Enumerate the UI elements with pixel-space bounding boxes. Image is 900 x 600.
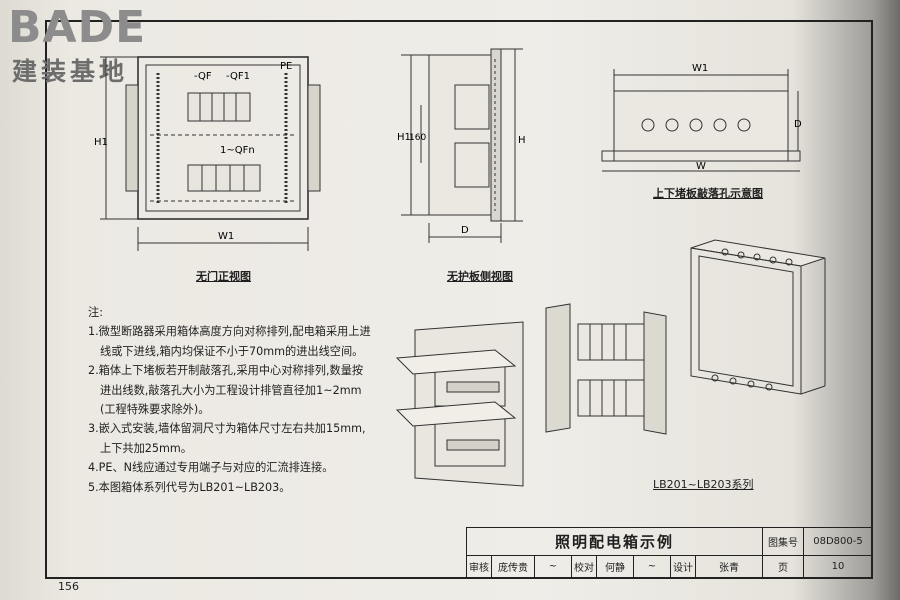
iso-panel-drawing: [395, 321, 524, 487]
note-line: (工程特殊要求除外)。: [100, 403, 210, 417]
top-w1-label: W1: [692, 63, 708, 74]
front-qf1-label: -QF1: [226, 71, 250, 82]
note-line: 4.PE、N线应通过专用端子与对应的汇流排连接。: [88, 461, 334, 475]
top-plate-caption: 上下堵板敲落孔示意图: [653, 187, 763, 200]
note-line: 1.微型断路器采用箱体高度方向对称排列,配电箱采用上进: [88, 325, 371, 339]
note-line: 3.嵌入式安装,墙体留洞尺寸为箱体尺寸左右共加15mm,: [88, 422, 366, 436]
front-pe-label: PE: [280, 61, 292, 72]
note-line: 线或下进线,箱内均保证不小于70mm的进出线空间。: [100, 344, 364, 358]
drawing-frame: [45, 20, 873, 579]
front-view-drawing: -QF -QF1 PE 1~QFn H1 W1: [94, 56, 321, 251]
logo-subtitle: 建装基地: [12, 57, 129, 86]
note-line: 上下共加25mm。: [100, 441, 192, 455]
reviewer-name: 庞传贵: [491, 555, 535, 578]
designer-name: 张青: [695, 555, 763, 578]
design-label: 设计: [670, 555, 696, 578]
top-w-label: W: [696, 161, 706, 172]
checker-signature: ~: [633, 555, 671, 578]
review-label: 审核: [466, 555, 492, 578]
check-label: 校对: [571, 555, 597, 578]
note-line: 进出线数,敲落孔大小为工程设计排管直径加1~2mm: [100, 383, 362, 397]
iso-chassis-drawing: [545, 303, 667, 435]
atlas-label: 图集号: [762, 527, 804, 556]
notes-block: 注: 1.微型断路器采用箱体高度方向对称排列,配电箱采用上进 线或下进线,箱内均…: [88, 303, 388, 497]
drawing-title: 照明配电箱示例: [466, 527, 763, 556]
front-w1-label: W1: [218, 231, 234, 242]
front-qf-label: -QF: [194, 71, 212, 82]
front-view-caption: 无门正视图: [196, 270, 251, 283]
logo-brand: BADE: [8, 2, 147, 53]
reviewer-signature: ~: [534, 555, 572, 578]
note-line: 2.箱体上下堵板若开制敲落孔,采用中心对称排列,数量按: [88, 364, 364, 378]
notes-heading: 注:: [88, 306, 103, 319]
side-view-drawing: H1 160 H D: [397, 48, 526, 243]
note-line: 5.本图箱体系列代号为LB201~LB203。: [88, 480, 291, 494]
front-qfn-label: 1~QFn: [220, 145, 255, 156]
page-label: 页: [762, 555, 804, 578]
watermark-logo: BADE 建装基地: [8, 2, 178, 86]
front-h1-label: H1: [94, 137, 108, 148]
title-block: 照明配电箱示例 图集号 08D800-5 审核 庞传贵 ~ 校对 何静 ~ 设计…: [466, 527, 873, 578]
side-view-caption: 无护板侧视图: [447, 270, 513, 283]
iso-box-drawing: [690, 239, 826, 395]
top-d-label: D: [794, 119, 802, 130]
top-plate-drawing: W1 W D: [601, 63, 802, 172]
side-h-label: H: [518, 135, 526, 146]
side-h1-label: H1: [397, 132, 411, 143]
side-160-label: 160: [409, 133, 426, 143]
book-page-number: 156: [58, 580, 79, 593]
page-number: 10: [803, 555, 873, 578]
atlas-number: 08D800-5: [803, 527, 873, 556]
side-d-label: D: [461, 225, 469, 236]
series-caption: LB201~LB203系列: [653, 478, 754, 491]
checker-name: 何静: [596, 555, 634, 578]
